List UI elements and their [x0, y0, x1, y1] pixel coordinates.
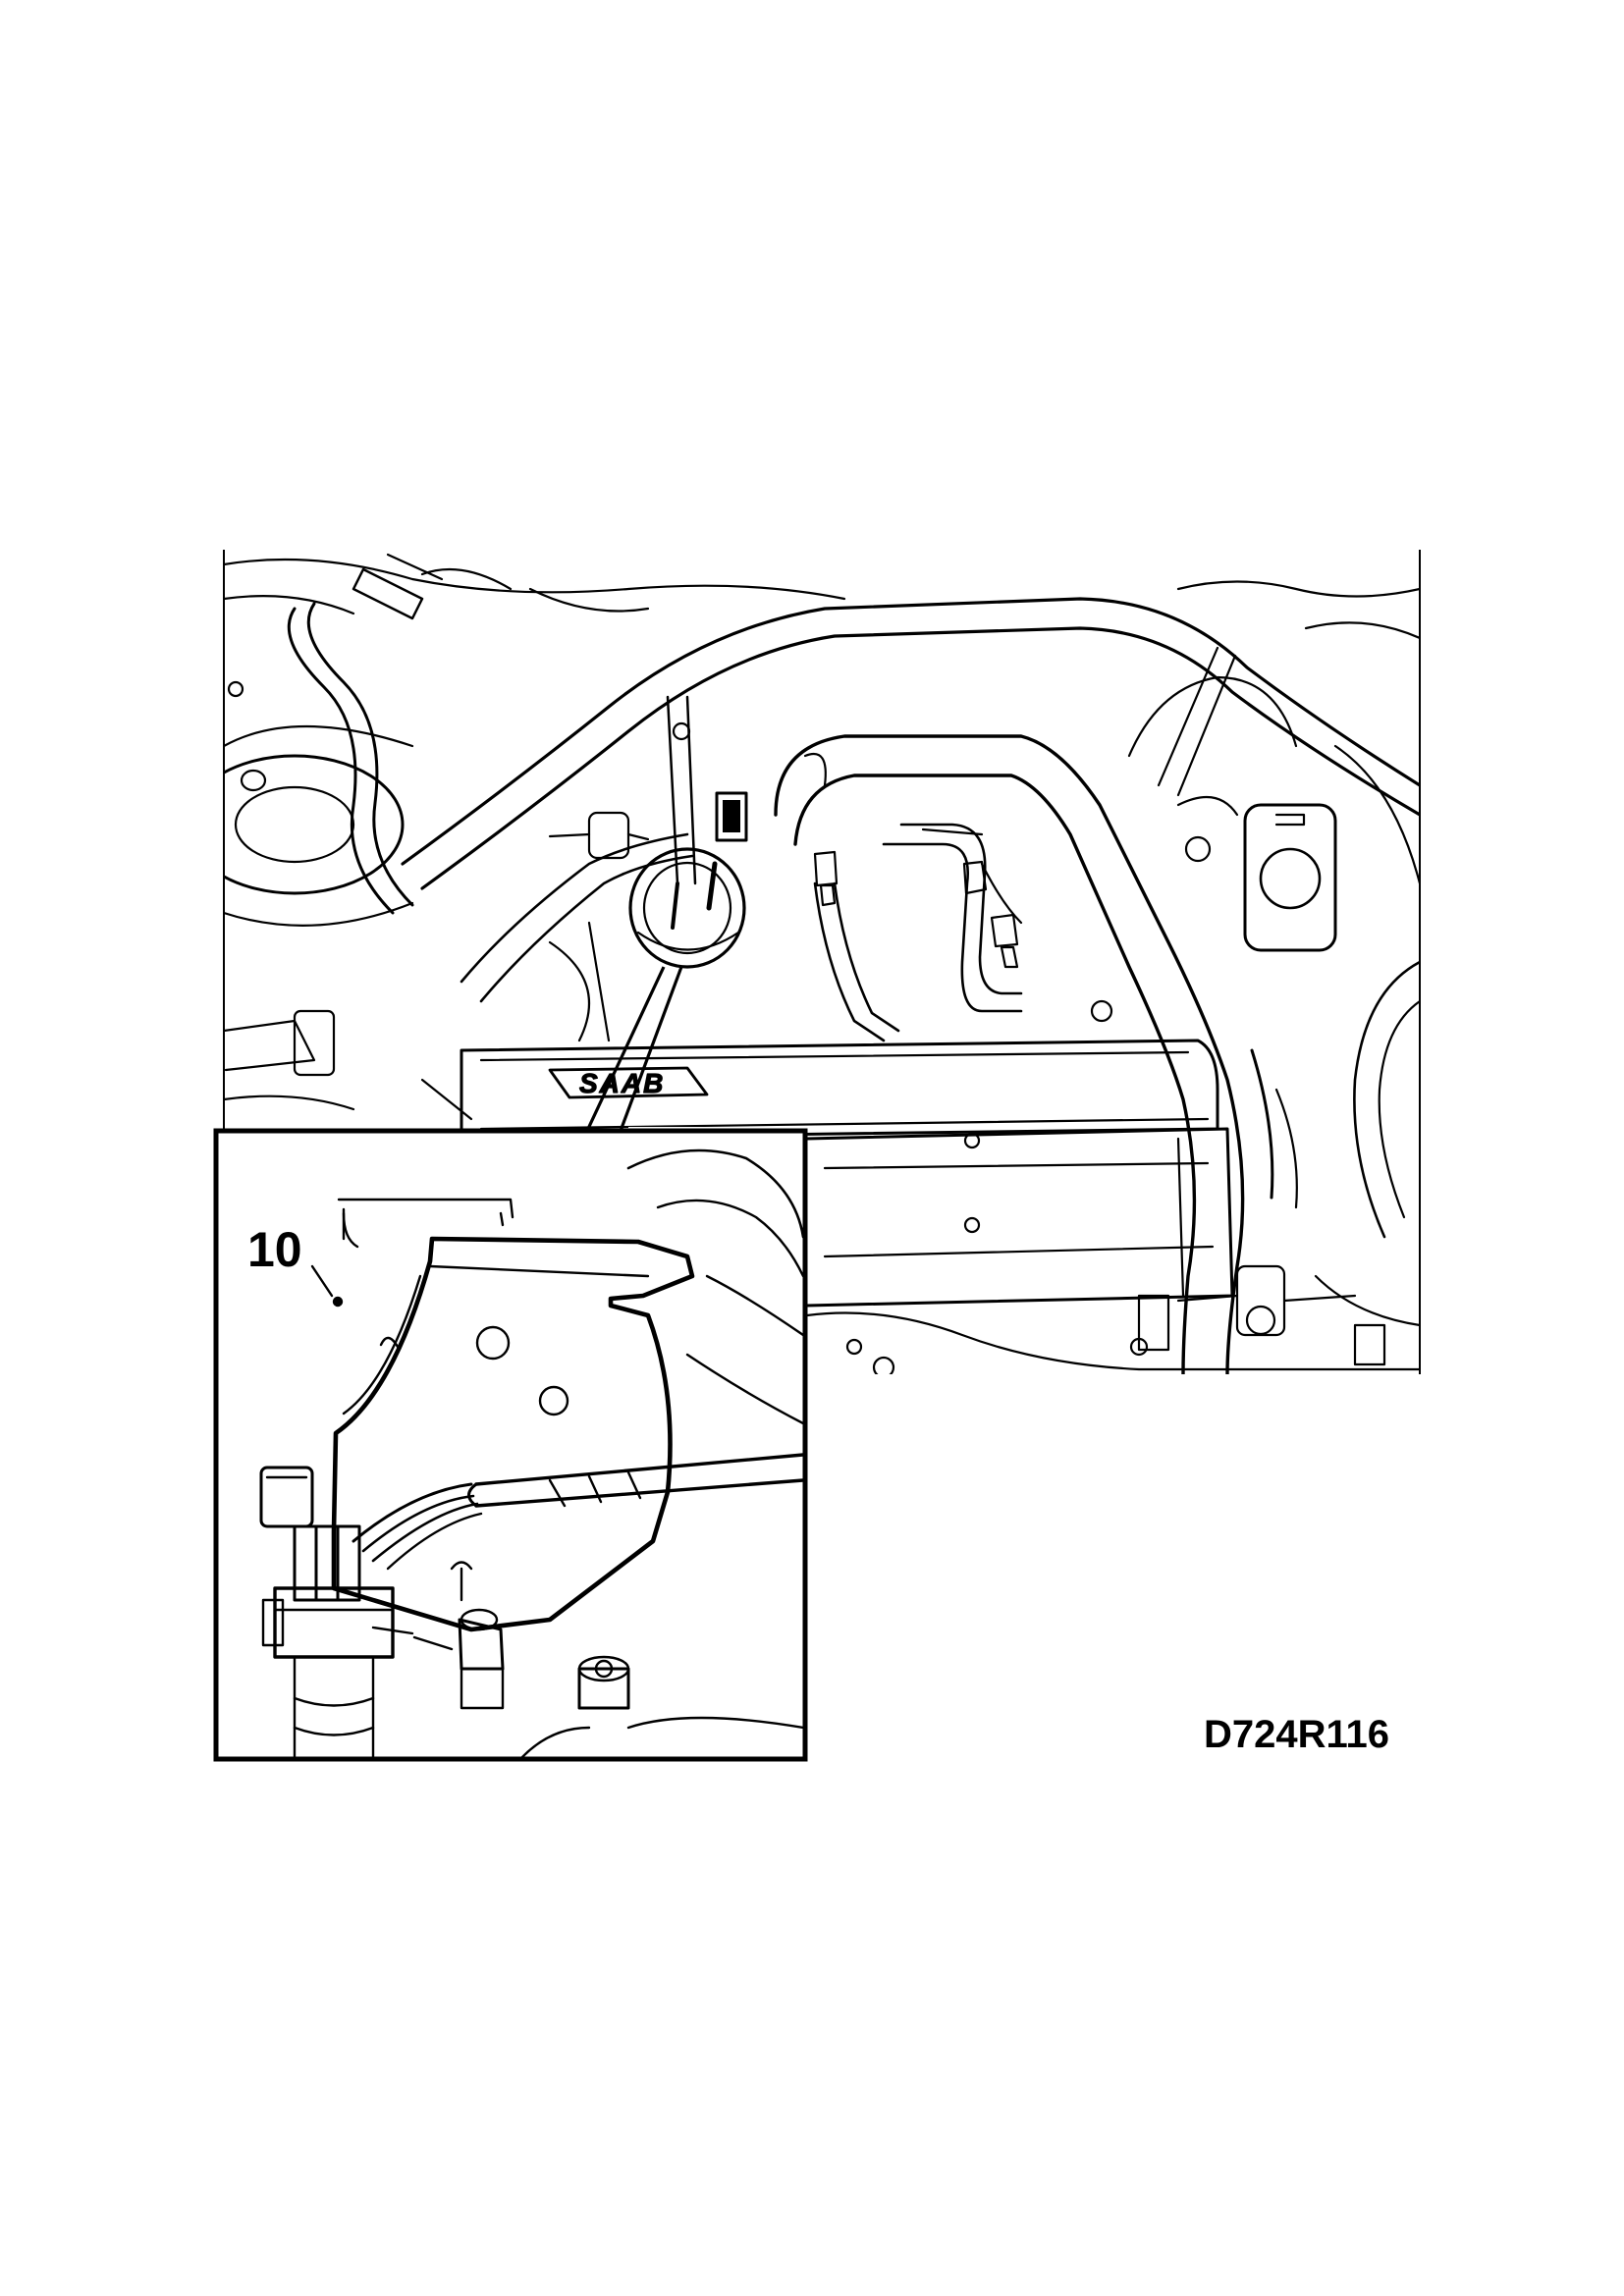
detail-inset: 10 — [213, 1128, 808, 1762]
main-frame-edges — [223, 550, 1421, 1374]
saab-badge: SAAB — [579, 1068, 665, 1098]
main-engine-view: SAAB — [224, 553, 1420, 1374]
inset-leader-lines — [585, 966, 683, 1132]
inset-frame — [213, 1128, 808, 1762]
callout-10-label: 10 — [247, 1222, 302, 1277]
figure-code: D724R116 — [1204, 1713, 1389, 1756]
injector-fittings — [813, 850, 1019, 969]
